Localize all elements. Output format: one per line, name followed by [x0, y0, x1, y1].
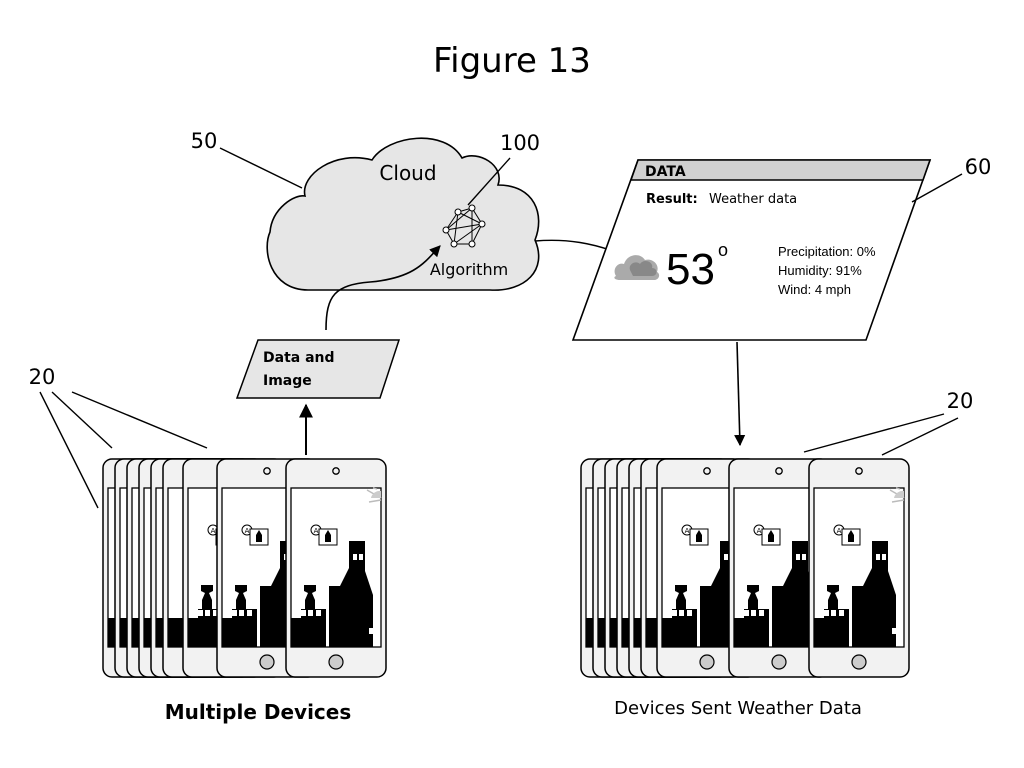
algorithm-nodes [442, 204, 486, 248]
data-to-devices-arrow [734, 341, 746, 447]
left-device-stack [102, 458, 387, 678]
data-panel-leader-line [911, 173, 963, 203]
cloud-ref-number: 50 [191, 129, 218, 153]
smartphone-icon [285, 458, 387, 678]
algorithm-label: Algorithm [430, 260, 508, 279]
cloud-label: Cloud [379, 161, 436, 185]
left-leader-line-1 [39, 391, 99, 509]
precipitation-text: Precipitation: 0% [778, 244, 876, 259]
data-and-image-label-line1: Data and [263, 350, 335, 366]
data-panel-ref-number: 60 [965, 155, 992, 179]
algorithm-ref-number: 100 [500, 131, 540, 155]
data-and-image-box [235, 339, 401, 399]
right-devices-ref-number: 20 [947, 389, 974, 413]
humidity-text: Humidity: 91% [778, 263, 862, 278]
left-leader-line-2 [51, 391, 113, 449]
result-value: Weather data [709, 192, 797, 207]
data-and-image-label-line2: Image [263, 373, 312, 389]
cloud-leader-line [219, 147, 303, 189]
right-devices-caption: Devices Sent Weather Data [614, 698, 862, 719]
temperature-value: 53 [666, 245, 715, 294]
cloud-to-data-connector [534, 239, 611, 251]
right-device-stack [580, 458, 910, 678]
box-to-algorithm-arrow [325, 245, 441, 331]
left-leader-line-3 [71, 391, 208, 449]
data-panel [571, 159, 932, 341]
wind-text: Wind: 4 mph [778, 282, 851, 297]
temperature-degree: o [718, 240, 728, 260]
figure-title: Figure 13 [433, 41, 591, 81]
left-devices-ref-number: 20 [29, 365, 56, 389]
result-label: Result: [646, 192, 698, 207]
algorithm-leader-line [467, 157, 511, 206]
smartphone-icon [808, 458, 910, 678]
cloud-icon [614, 255, 660, 280]
cloud-shape [266, 137, 540, 291]
data-panel-header: DATA [645, 164, 686, 180]
right-leader-line-1 [803, 413, 945, 453]
left-devices-caption: Multiple Devices [165, 700, 352, 724]
right-leader-line-2 [881, 417, 959, 456]
